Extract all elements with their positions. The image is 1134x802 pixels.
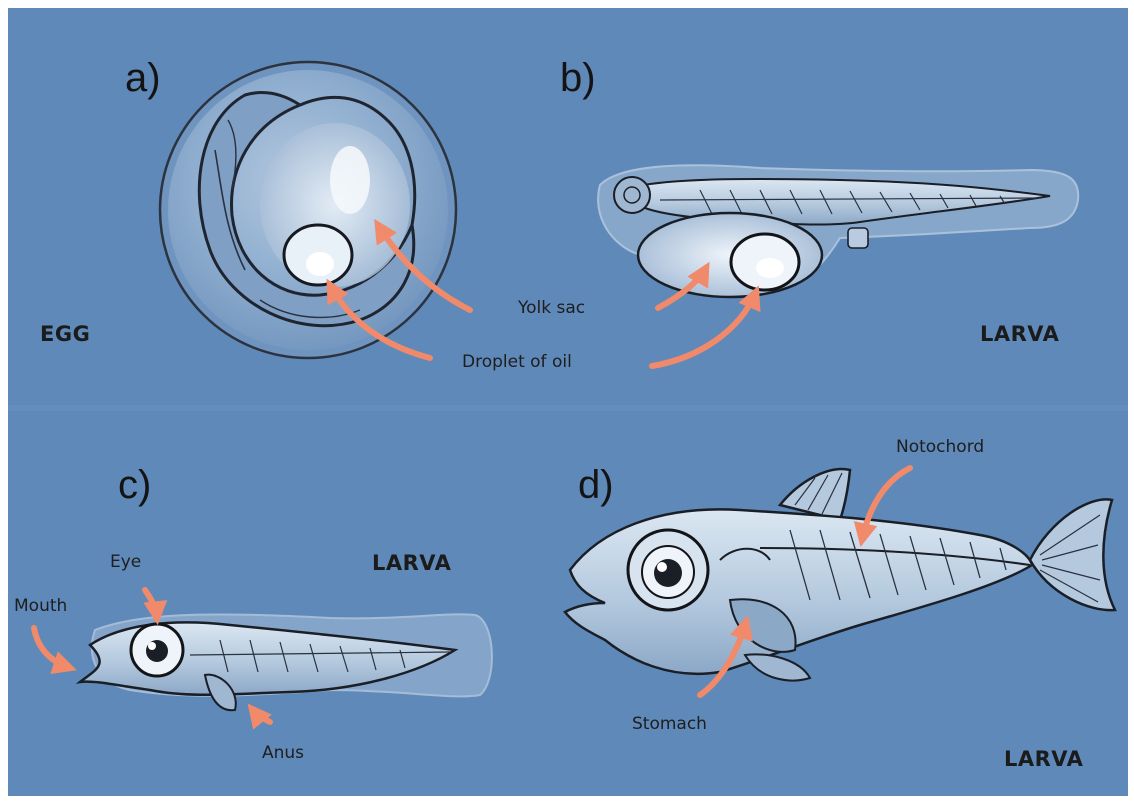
panel-a-letter: a): [125, 58, 161, 98]
label-stomach: Stomach: [632, 716, 707, 733]
stage-label-larva-b: LARVA: [980, 324, 1059, 345]
label-notochord: Notochord: [896, 439, 984, 456]
label-anus: Anus: [262, 745, 304, 762]
stage-label-larva-d: LARVA: [1004, 749, 1083, 770]
label-droplet-of-oil: Droplet of oil: [462, 354, 572, 371]
label-eye: Eye: [110, 554, 141, 571]
panel-b-letter: b): [560, 58, 596, 98]
panel-c-letter: c): [118, 465, 151, 505]
stage-label-larva-c: LARVA: [372, 553, 451, 574]
panel-d-letter: d): [578, 465, 614, 505]
label-mouth: Mouth: [14, 598, 67, 615]
egg-illustration: [160, 62, 456, 358]
stage-label-egg: EGG: [40, 324, 90, 345]
label-yolk-sac: Yolk sac: [518, 300, 585, 317]
